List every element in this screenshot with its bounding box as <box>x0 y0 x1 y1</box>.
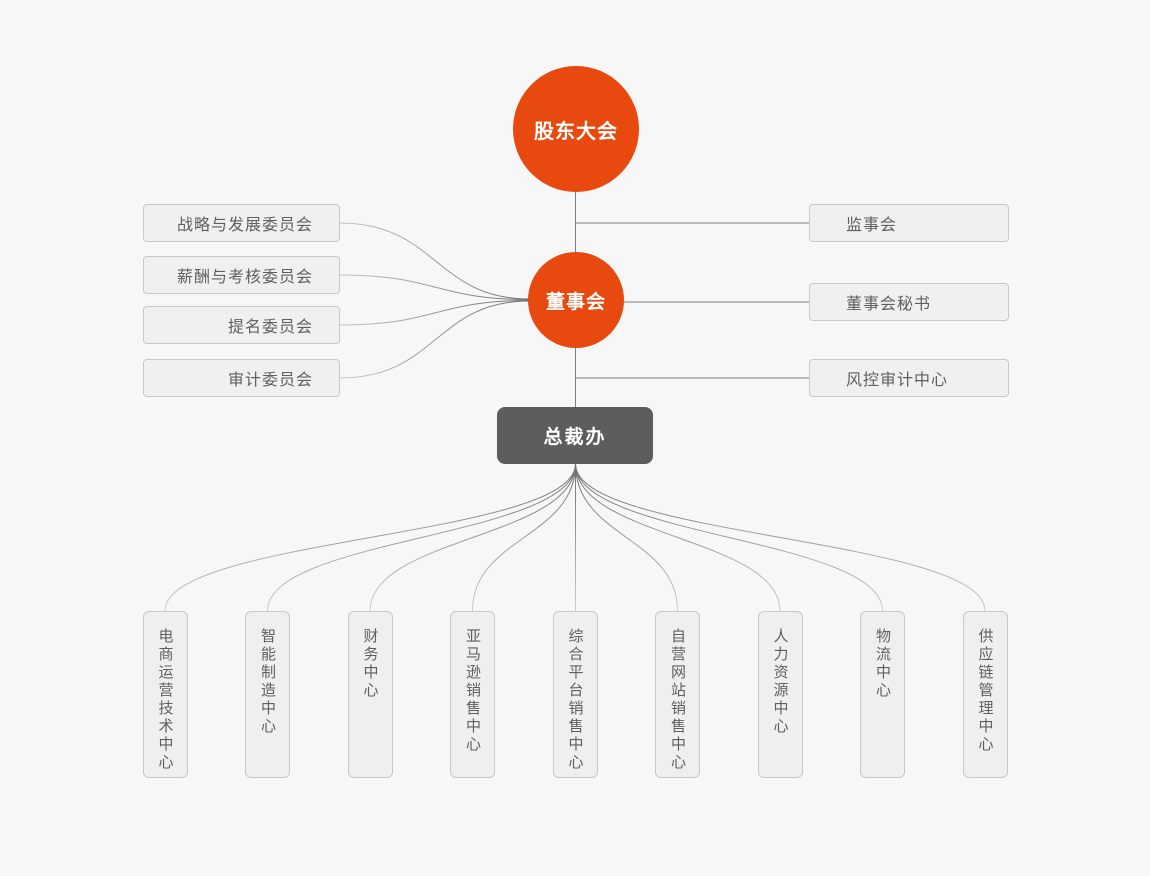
board-label: 董事会 <box>545 291 606 313</box>
oversight-label: 风控审计中心 <box>846 372 949 389</box>
node-supervisory-board[interactable]: 监事会 <box>809 204 1009 242</box>
node-dept-smart-manufacturing[interactable]: 智能制造中心 <box>245 611 290 778</box>
dept-label: 智能制造中心 <box>259 628 276 736</box>
node-dept-ecommerce-tech[interactable]: 电商运营技术中心 <box>142 611 188 778</box>
curve-dept-3 <box>369 463 576 612</box>
node-board[interactable]: 董事会 <box>528 252 624 348</box>
shareholders-meeting-label: 股东大会 <box>534 120 618 143</box>
dept-label: 供应链管理中心 <box>976 628 994 754</box>
curve-dept-1 <box>164 463 576 612</box>
node-dept-own-site-sales[interactable]: 自营网站销售中心 <box>655 611 700 778</box>
curve-dept-4 <box>472 463 576 612</box>
node-committee-audit[interactable]: 审计委员会 <box>143 359 340 397</box>
oversight-label: 董事会秘书 <box>846 296 932 313</box>
curve-dept-7 <box>575 463 781 612</box>
curve-committee-2 <box>339 274 530 300</box>
node-risk-audit-center[interactable]: 风控审计中心 <box>809 359 1009 397</box>
node-dept-logistics[interactable]: 物流中心 <box>860 611 905 778</box>
curve-committee-4 <box>339 300 530 379</box>
dept-label: 物流中心 <box>874 628 891 700</box>
president-office-label: 总裁办 <box>543 427 607 448</box>
node-committee-nomination[interactable]: 提名委员会 <box>143 306 340 344</box>
node-dept-supply-chain[interactable]: 供应链管理中心 <box>962 611 1008 778</box>
node-dept-platform-sales[interactable]: 综合平台销售中心 <box>552 611 598 778</box>
node-dept-amazon-sales[interactable]: 亚马逊销售中心 <box>450 611 495 778</box>
committee-label: 提名委员会 <box>227 319 313 336</box>
curve-dept-2 <box>267 463 576 612</box>
curve-dept-6 <box>575 463 678 612</box>
dept-label: 财务中心 <box>361 628 379 700</box>
node-president-office[interactable]: 总裁办 <box>497 407 653 464</box>
node-shareholders-meeting[interactable]: 股东大会 <box>513 66 639 192</box>
node-dept-finance[interactable]: 财务中心 <box>347 611 393 778</box>
node-board-secretary[interactable]: 董事会秘书 <box>809 283 1009 321</box>
oversight-label: 监事会 <box>846 217 898 234</box>
committee-label: 薪酬与考核委员会 <box>176 269 313 286</box>
dept-label: 亚马逊销售中心 <box>464 628 481 754</box>
curve-dept-9 <box>575 463 986 612</box>
curve-committee-1 <box>339 222 530 300</box>
node-committee-strategy[interactable]: 战略与发展委员会 <box>143 204 340 242</box>
dept-label: 人力资源中心 <box>771 628 789 736</box>
dept-label: 综合平台销售中心 <box>566 628 584 772</box>
dept-label: 自营网站销售中心 <box>669 628 686 772</box>
curve-dept-8 <box>575 463 883 612</box>
committee-label: 审计委员会 <box>227 372 313 389</box>
node-dept-hr[interactable]: 人力资源中心 <box>757 611 803 778</box>
dept-label: 电商运营技术中心 <box>156 628 174 772</box>
curve-committee-3 <box>339 300 530 326</box>
node-committee-compensation[interactable]: 薪酬与考核委员会 <box>143 256 340 294</box>
committee-label: 战略与发展委员会 <box>176 217 313 234</box>
